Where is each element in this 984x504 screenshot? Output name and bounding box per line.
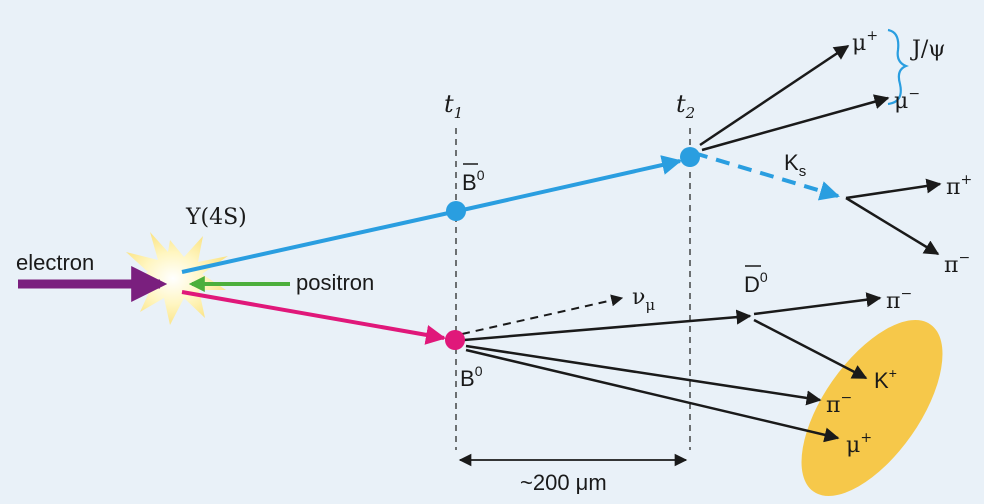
piminus-b-label: π− [826,390,852,418]
b-bar-label: B0 [462,167,485,195]
b-label: B0 [460,363,483,391]
collision-star-icon [118,232,228,325]
t2-label: t2 [676,90,695,122]
piminus-d-track [753,292,882,316]
dbar-track [463,309,752,342]
muplus-top-track [699,44,850,147]
numu-label: νμ [632,285,655,314]
b-bar-track [181,210,454,274]
upsilon-label: Υ(4S) [185,205,247,230]
piminus-b-track [465,344,822,406]
jpsi-brace [887,28,909,106]
b-vertex-dot-icon [445,330,465,350]
muplus-b-track [465,348,840,443]
positron-label: positron [296,270,374,295]
muminus-top-track [701,94,890,152]
t1-label: t1 [444,90,463,122]
highlight-ellipse [801,320,943,496]
piplus-label: π+ [946,172,972,200]
piplus-track [845,178,942,200]
jpsi-label: J/ψ [910,37,945,62]
b-bar-vertex-dot-icon [446,201,466,221]
b-bar-continuation-arrow [457,155,682,213]
muplus-b-label: μ+ [846,430,872,458]
ks-track [693,151,840,201]
muminus-top-label: μ− [894,86,920,114]
t2-vertex-dot-icon [680,147,700,167]
kplus-track [753,318,868,380]
muplus-top-label: μ+ [852,28,878,56]
piminus-right-track [845,196,940,256]
distance-label: ~200 μm [520,470,607,495]
ks-label: Ks [784,150,806,180]
kplus-label: K+ [874,365,897,393]
electron-label: electron [16,250,94,275]
b-track [181,290,446,345]
dbar-label: D0 [744,269,768,297]
piminus-d-label: π− [886,286,912,314]
piminus-right-label: π− [944,250,970,278]
